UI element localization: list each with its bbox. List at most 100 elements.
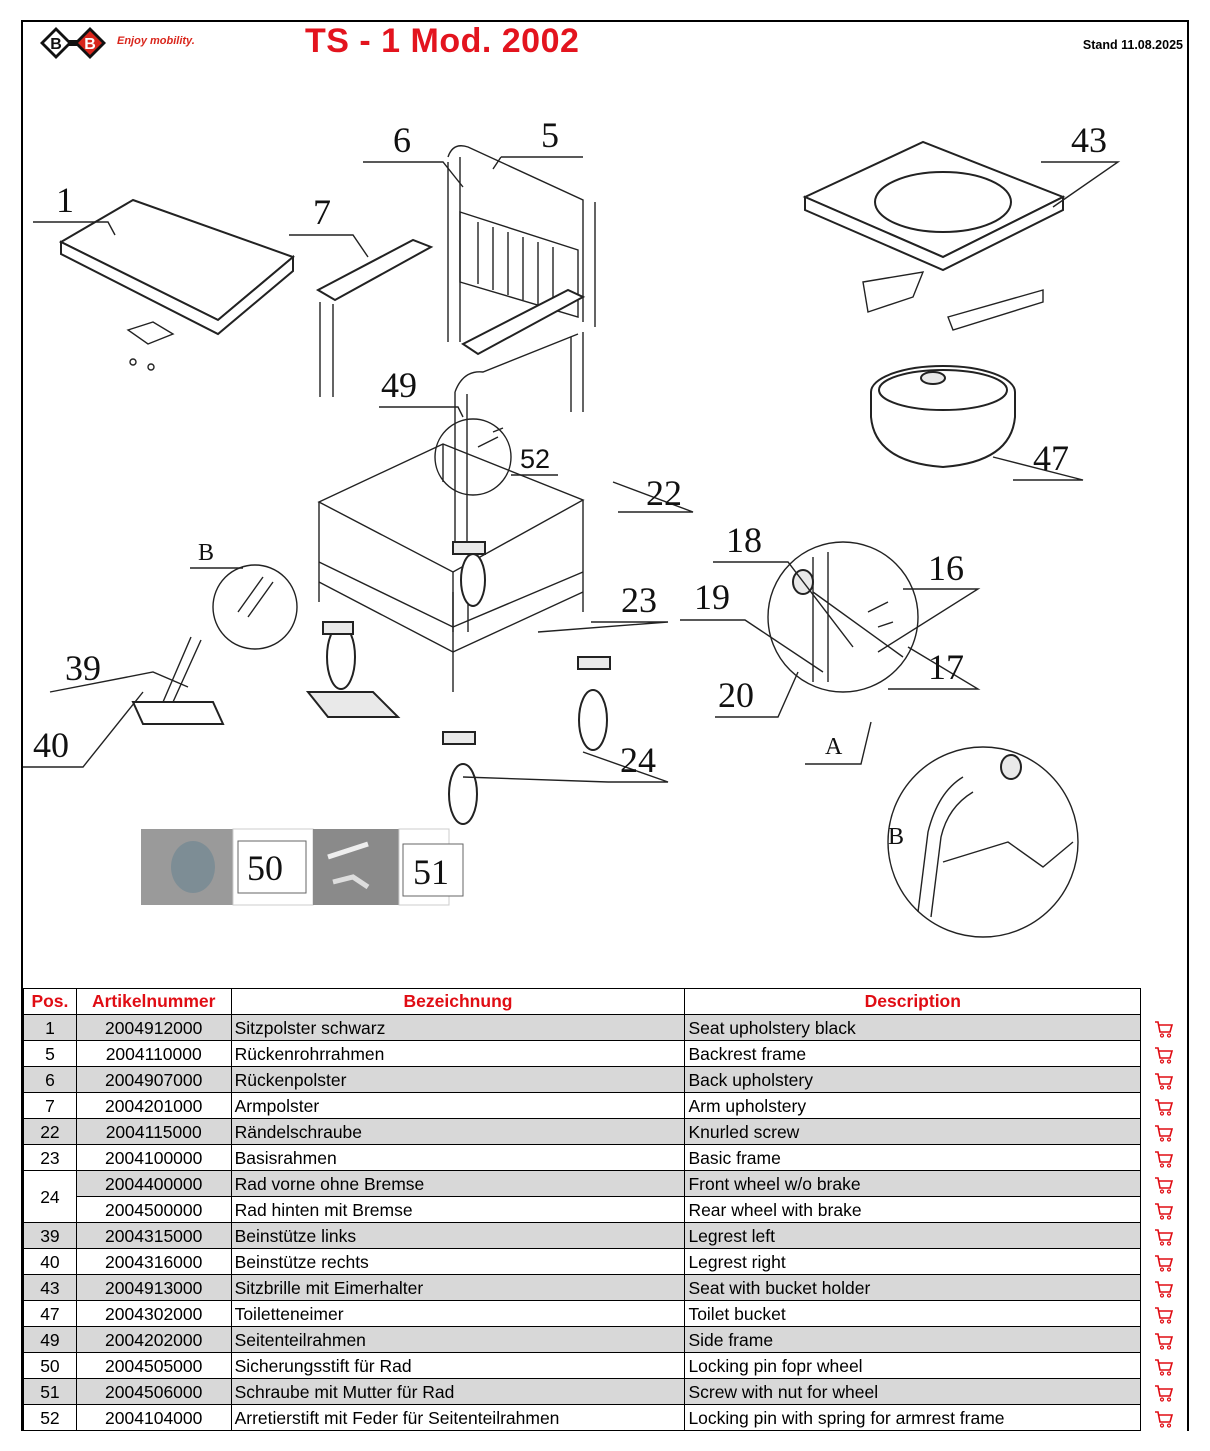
cell-article-number: 2004506000: [75, 1378, 232, 1405]
cell-article-number: 2004202000: [75, 1326, 232, 1353]
cell-bezeichnung: Sicherungsstift für Rad: [230, 1352, 686, 1379]
cell-pos: 23: [23, 1144, 77, 1171]
cell-pos: 1: [23, 1014, 77, 1041]
exploded-view-drawing: B: [23, 72, 1189, 987]
shopping-cart-icon[interactable]: [1154, 1202, 1174, 1220]
commode-seat-part: [802, 140, 1066, 331]
cell-pos: 51: [23, 1378, 77, 1405]
cell-article-number: 2004104000: [75, 1404, 232, 1431]
shopping-cart-icon[interactable]: [1154, 1306, 1174, 1324]
shopping-cart-icon[interactable]: [1154, 1332, 1174, 1350]
cell-bezeichnung: Basisrahmen: [230, 1144, 686, 1171]
cell-description: Toilet bucket: [684, 1300, 1142, 1327]
cell-description: Legrest left: [684, 1222, 1142, 1249]
add-to-cart-button[interactable]: [1140, 1014, 1187, 1041]
side-frame-part: [434, 333, 579, 542]
callout-22: 22: [646, 473, 682, 513]
cell-bezeichnung: Rändelschraube: [230, 1118, 686, 1145]
shopping-cart-icon[interactable]: [1154, 1358, 1174, 1376]
cell-bezeichnung: Rad hinten mit Bremse: [230, 1196, 686, 1223]
add-to-cart-button[interactable]: [1140, 1144, 1187, 1171]
callout-23: 23: [621, 580, 657, 620]
detail-b-part: B: [887, 746, 1079, 938]
add-to-cart-button[interactable]: [1140, 1092, 1187, 1119]
wheels-part: [322, 541, 611, 825]
cell-bezeichnung: Arretierstift mit Feder für Seitenteilra…: [230, 1404, 686, 1431]
shopping-cart-icon[interactable]: [1154, 1020, 1174, 1038]
cell-article-number: 2004912000: [75, 1014, 232, 1041]
callout-20: 20: [718, 675, 754, 715]
cell-article-number: 2004100000: [75, 1144, 232, 1171]
shopping-cart-icon[interactable]: [1154, 1098, 1174, 1116]
add-to-cart-button[interactable]: [1140, 1196, 1187, 1223]
cell-pos: 47: [23, 1300, 77, 1327]
cell-article-number: 2004400000: [75, 1170, 232, 1197]
callout-43: 43: [1071, 120, 1107, 160]
add-to-cart-button[interactable]: [1140, 1326, 1187, 1353]
callout-5: 5: [541, 115, 559, 155]
header-cart-spacer: [1140, 988, 1187, 1015]
shopping-cart-icon[interactable]: [1154, 1254, 1174, 1272]
shopping-cart-icon[interactable]: [1154, 1150, 1174, 1168]
cell-description: Back upholstery: [684, 1066, 1142, 1093]
callout-1: 1: [56, 180, 74, 220]
shopping-cart-icon[interactable]: [1154, 1072, 1174, 1090]
brand-tagline: Enjoy mobility.: [117, 35, 195, 47]
add-to-cart-button[interactable]: [1140, 1352, 1187, 1379]
add-to-cart-button[interactable]: [1140, 1274, 1187, 1301]
add-to-cart-button[interactable]: [1140, 1404, 1187, 1431]
svg-text:B: B: [50, 36, 62, 53]
callout-40: 40: [33, 725, 69, 765]
add-to-cart-button[interactable]: [1140, 1118, 1187, 1145]
add-to-cart-button[interactable]: [1140, 1222, 1187, 1249]
cell-article-number: 2004302000: [75, 1300, 232, 1327]
header-pos: Pos.: [23, 988, 77, 1015]
shopping-cart-icon[interactable]: [1154, 1124, 1174, 1142]
inset-photos: 50 51: [141, 828, 464, 906]
cell-bezeichnung: Schraube mit Mutter für Rad: [230, 1378, 686, 1405]
add-to-cart-button[interactable]: [1140, 1040, 1187, 1067]
cell-description: Knurled screw: [684, 1118, 1142, 1145]
cell-article-number: 2004115000: [75, 1118, 232, 1145]
shopping-cart-icon[interactable]: [1154, 1384, 1174, 1402]
cell-pos: 49: [23, 1326, 77, 1353]
shopping-cart-icon[interactable]: [1154, 1280, 1174, 1298]
add-to-cart-button[interactable]: [1140, 1066, 1187, 1093]
shopping-cart-icon[interactable]: [1154, 1176, 1174, 1194]
cell-description: Locking pin with spring for armrest fram…: [684, 1404, 1142, 1431]
callout-39: 39: [65, 648, 101, 688]
cell-bezeichnung: Sitzpolster schwarz: [230, 1014, 686, 1041]
add-to-cart-button[interactable]: [1140, 1248, 1187, 1275]
armrest-part: [315, 238, 586, 412]
shopping-cart-icon[interactable]: [1154, 1410, 1174, 1428]
add-to-cart-button[interactable]: [1140, 1378, 1187, 1405]
cell-bezeichnung: Sitzbrille mit Eimerhalter: [230, 1274, 686, 1301]
cell-bezeichnung: Toiletteneimer: [230, 1300, 686, 1327]
cell-bezeichnung: Seitenteilrahmen: [230, 1326, 686, 1353]
inset-label-51: 51: [413, 852, 449, 892]
cell-pos: 40: [23, 1248, 77, 1275]
cell-description: Seat upholstery black: [684, 1014, 1142, 1041]
seat-cushion-part: [58, 198, 295, 371]
cell-pos: 7: [23, 1092, 77, 1119]
callout-16: 16: [928, 548, 964, 588]
parts-table: Pos. Artikelnummer Bezeichnung Descripti…: [23, 988, 1187, 1431]
cell-article-number: 2004316000: [75, 1248, 232, 1275]
add-to-cart-button[interactable]: [1140, 1170, 1187, 1197]
shopping-cart-icon[interactable]: [1154, 1046, 1174, 1064]
cell-article-number: 2004201000: [75, 1092, 232, 1119]
svg-text:B: B: [84, 36, 96, 53]
shopping-cart-icon[interactable]: [1154, 1228, 1174, 1246]
cell-bezeichnung: Rückenrohrrahmen: [230, 1040, 686, 1067]
add-to-cart-button[interactable]: [1140, 1300, 1187, 1327]
cell-article-number: 2004505000: [75, 1352, 232, 1379]
cell-description: Legrest right: [684, 1248, 1142, 1275]
brand-logo: B B Enjoy mobility.: [39, 26, 229, 60]
cell-description: Backrest frame: [684, 1040, 1142, 1067]
cell-article-number: 2004907000: [75, 1066, 232, 1093]
